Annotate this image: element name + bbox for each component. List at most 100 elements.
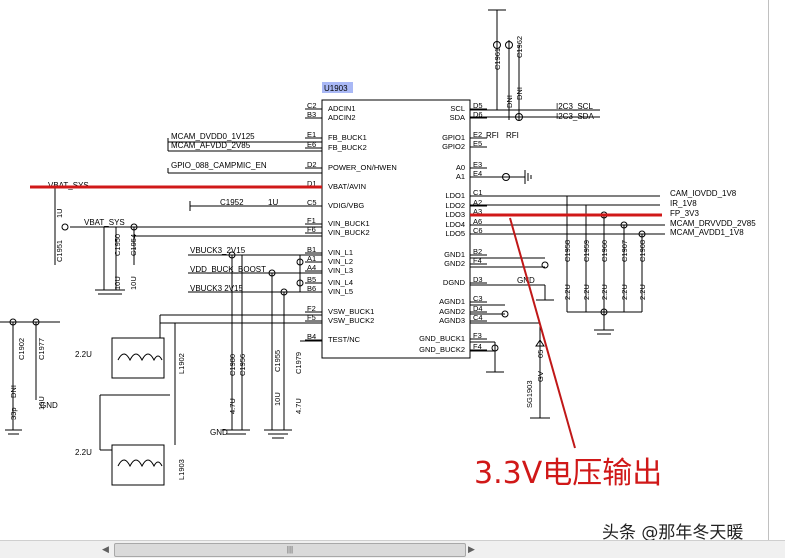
chip-pin-number-right: E4: [473, 169, 482, 178]
c1961-value: DNI: [505, 95, 514, 108]
c1950-ref: C1950: [113, 234, 122, 256]
l1903-value: 2.2U: [75, 448, 92, 457]
chip-pin-number-right: D3: [473, 275, 483, 284]
chip-pin-number-left: B1: [307, 245, 316, 254]
watermark: 头条 @那年冬天暖: [602, 523, 744, 543]
scroll-right-arrow-icon[interactable]: ▶: [468, 544, 475, 554]
chip-pin-number-right: D6: [473, 110, 483, 119]
chip-pin-name-left: VIN_L1: [328, 248, 353, 257]
chip-pin-name-left: ADCIN2: [328, 113, 356, 122]
chip-ref-highlight: [322, 82, 353, 93]
c1902-value: 33p: [9, 407, 18, 420]
chip-pin-number-right: E3: [473, 160, 482, 169]
chip-pin-name-left: VIN_L3: [328, 266, 353, 275]
chip-pin-name-left: VIN_L4: [328, 278, 353, 287]
scrollbar-grip: |||: [286, 545, 294, 554]
chip-pin-name-left: VIN_L5: [328, 287, 353, 296]
c1962-ref: C1962: [515, 36, 524, 58]
net-gpio-088: GPIO_088_CAMPMIC_EN: [171, 161, 267, 170]
net-gnd-b: GND: [210, 428, 228, 437]
c1908-ref: C1908: [638, 240, 647, 262]
chip-pin-number-left: B4: [307, 332, 316, 341]
chip-pin-name-right: LDO3: [445, 210, 465, 219]
chip-pin-number-left: A1: [307, 254, 316, 263]
net-vbuck3-b: VBUCK3 2V15: [190, 284, 243, 293]
net-rfi-1: RFI: [486, 131, 499, 140]
net-mcam-dvdd: MCAM_DVDD0_1V125: [171, 132, 255, 141]
chip-pin-number-left: C2: [307, 101, 317, 110]
c1956-ref: C1956: [238, 354, 247, 376]
chip-pin-name-left: POWER_ON/HWEN: [328, 163, 397, 172]
chip-pin-name-right: GND1: [444, 250, 465, 259]
chip-pin-name-right: AGND2: [439, 307, 465, 316]
c1906-b-value: 10U: [129, 276, 138, 290]
chip-pin-name-right: GND2: [444, 259, 465, 268]
chip-pin-name-right: GPIO1: [442, 133, 465, 142]
sg1903-ref: SG1903: [525, 380, 534, 408]
net-i2c3-sda: I2C3_SDA: [556, 112, 594, 121]
c1959-value: 2.2U: [582, 284, 591, 300]
chip-pin-number-right: A2: [473, 198, 482, 207]
chip-pin-number-left: F2: [307, 304, 316, 313]
chip-pin-number-left: D1: [307, 179, 317, 188]
l1902-ref: L1902: [177, 353, 186, 374]
chip-pin-number-left: C5: [307, 198, 317, 207]
net-gnd-c: GND: [517, 276, 535, 285]
chip-pin-number-right: B2: [473, 247, 482, 256]
gnd-symbols-mid: [222, 429, 292, 439]
net-mcam-afvdd: MCAM_AFVDD_2V85: [171, 141, 251, 150]
c1978-value: 10U: [37, 396, 46, 410]
scroll-left-arrow-icon[interactable]: ◀: [102, 544, 109, 554]
chip-pin-number-right: C6: [473, 226, 483, 235]
inductor-l1902: [99, 315, 170, 450]
net-fp: FP_3V3: [670, 209, 699, 218]
chip-pin-name-left: VIN_BUCK2: [328, 228, 370, 237]
chip-pin-name-right: DGND: [443, 278, 466, 287]
chip-pin-name-right: LDO2: [445, 201, 465, 210]
chip-pin-name-left: VBAT/AVIN: [328, 182, 366, 191]
chip-pin-number-left: F6: [307, 225, 316, 234]
c1951-value: 1U: [55, 208, 64, 218]
chip-pin-number-right: F4: [473, 342, 482, 351]
chip-pin-name-right: A1: [456, 172, 465, 181]
c1977-value: DNI: [9, 385, 18, 398]
scrollbar-thumb[interactable]: |||: [114, 543, 466, 557]
chip-pin-name-right: SDA: [450, 113, 465, 122]
r1905-value: 05: [536, 350, 545, 358]
chip-pin-name-right: A0: [456, 163, 465, 172]
net-vbuck3-a: VBUCK3_2V15: [190, 246, 246, 255]
c1952-ref: C1952: [220, 198, 244, 207]
top-rails: [470, 9, 600, 184]
chip-pin-number-right: C3: [473, 294, 483, 303]
horizontal-scrollbar[interactable]: ◀ ||| ▶: [0, 540, 785, 558]
chip-pin-number-right: E2: [473, 130, 482, 139]
net-mcam-drvvdd: MCAM_DRVVDD_2V85: [670, 219, 756, 228]
c1960-ref: C1960: [600, 240, 609, 262]
c1977-ref: C1977: [37, 338, 46, 360]
chip-pin-number-left: D2: [307, 160, 317, 169]
net-rfi-2: RFI: [506, 131, 519, 140]
chip-pin-name-right: LDO1: [445, 191, 465, 200]
net-mcam-avdd: MCAM_AVDD1_1V8: [670, 228, 744, 237]
chip-pin-number-left: F5: [307, 313, 316, 322]
left-nets: [54, 138, 322, 430]
chip-pin-number-right: F4: [473, 256, 482, 265]
c1952-value: 1U: [268, 198, 278, 207]
net-ir: IR_1V8: [670, 199, 697, 208]
chip-pin-number-right: C1: [473, 188, 483, 197]
chip-pin-name-left: VIN_BUCK1: [328, 219, 370, 228]
chip-pin-number-left: E1: [307, 130, 316, 139]
c1960-value: 2.2U: [600, 284, 609, 300]
chip-body: [321, 99, 471, 359]
c1954-ref: C1954: [129, 234, 138, 256]
c1958-ref: C1958: [563, 240, 572, 262]
right-pins: D5SCLD6SDAE2GPIO1E5GPIO2E3A0E4A1C1LDO1A2…: [419, 101, 487, 354]
chip-pin-name-left: TEST/NC: [328, 335, 361, 344]
chip-pin-name-left: VSW_BUCK1: [328, 307, 374, 316]
c1902-ref: C1902: [17, 338, 26, 360]
bottom-left-caps: [5, 318, 40, 435]
c1951-ref: C1951: [55, 240, 64, 262]
chip-pin-name-right: LDO5: [445, 229, 465, 238]
